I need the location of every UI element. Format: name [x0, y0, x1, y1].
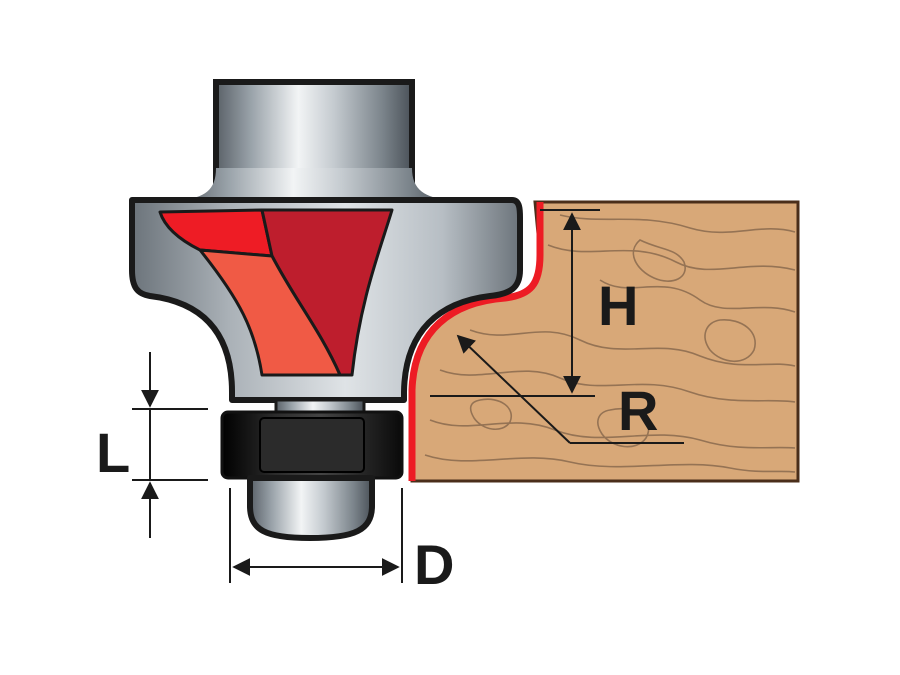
- bearing-race: [259, 417, 365, 473]
- radius-arrow: [456, 334, 571, 444]
- dimensions: [132, 209, 684, 583]
- shank-flare: [180, 168, 450, 200]
- carbide-tips: [158, 208, 394, 377]
- pilot-pin: [247, 475, 375, 541]
- guide-bearing: [220, 398, 404, 480]
- height-label: H: [598, 274, 638, 337]
- radius-label: R: [618, 379, 658, 442]
- wood-grain: [424, 214, 796, 473]
- carbide-tip-lower-left: [198, 248, 342, 377]
- diameter-label: D: [414, 533, 454, 596]
- wood-workpiece: [408, 200, 800, 483]
- router-bit: [129, 79, 523, 541]
- cut-profile-line: [408, 202, 544, 481]
- bearing-length-label: L: [96, 421, 130, 484]
